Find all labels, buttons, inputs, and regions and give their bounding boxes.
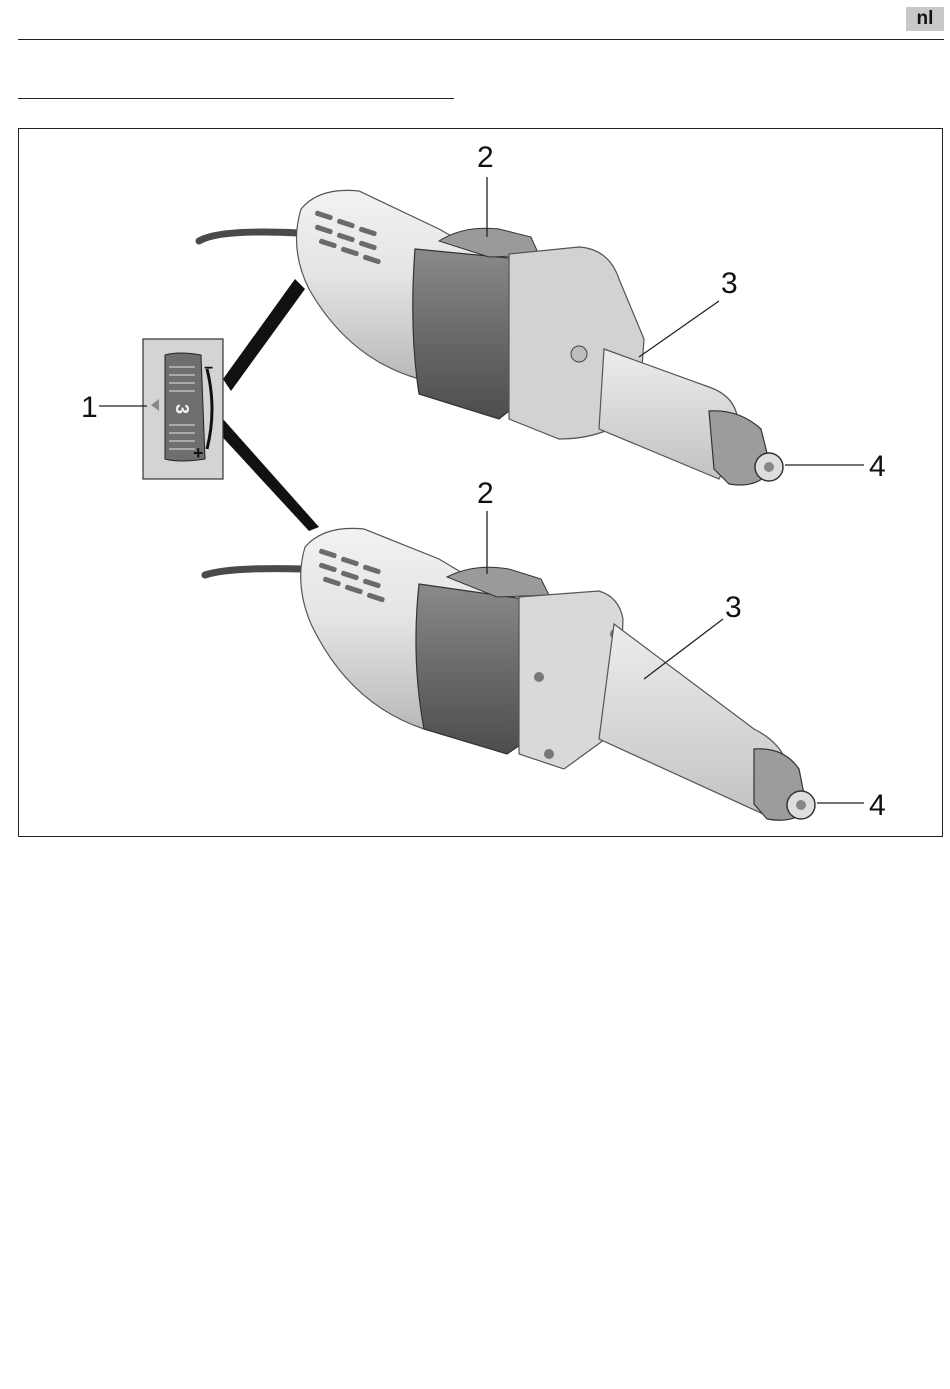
header-rule	[18, 39, 944, 40]
dial-minus: −	[204, 360, 213, 377]
figure-frame: 3 − + 1 2 3 4 2 3 4	[18, 128, 943, 837]
callout-3-bottom: 3	[725, 591, 742, 624]
callout-4-top: 4	[869, 450, 886, 483]
grip-band	[416, 584, 529, 754]
callout-3-top: 3	[721, 267, 738, 300]
power-cable	[199, 232, 299, 241]
tool-bottom	[205, 528, 815, 820]
tool-top	[199, 190, 783, 485]
callout-2-top: 2	[477, 141, 494, 174]
callout-4-bottom: 4	[869, 789, 886, 822]
grip-band	[413, 249, 524, 419]
callout-1: 1	[81, 391, 98, 424]
tool-illustration: 3 − + 1 2 3 4 2 3 4	[19, 129, 944, 838]
language-badge: nl	[906, 7, 944, 31]
dial-plus: +	[193, 443, 204, 463]
zoom-lines	[215, 279, 319, 531]
section-rule	[18, 98, 454, 99]
dial-setting-number: 3	[172, 404, 192, 414]
callout-2-bottom: 2	[477, 477, 494, 510]
power-cable	[205, 569, 303, 575]
speed-dial-inset: 3 − +	[143, 339, 223, 479]
